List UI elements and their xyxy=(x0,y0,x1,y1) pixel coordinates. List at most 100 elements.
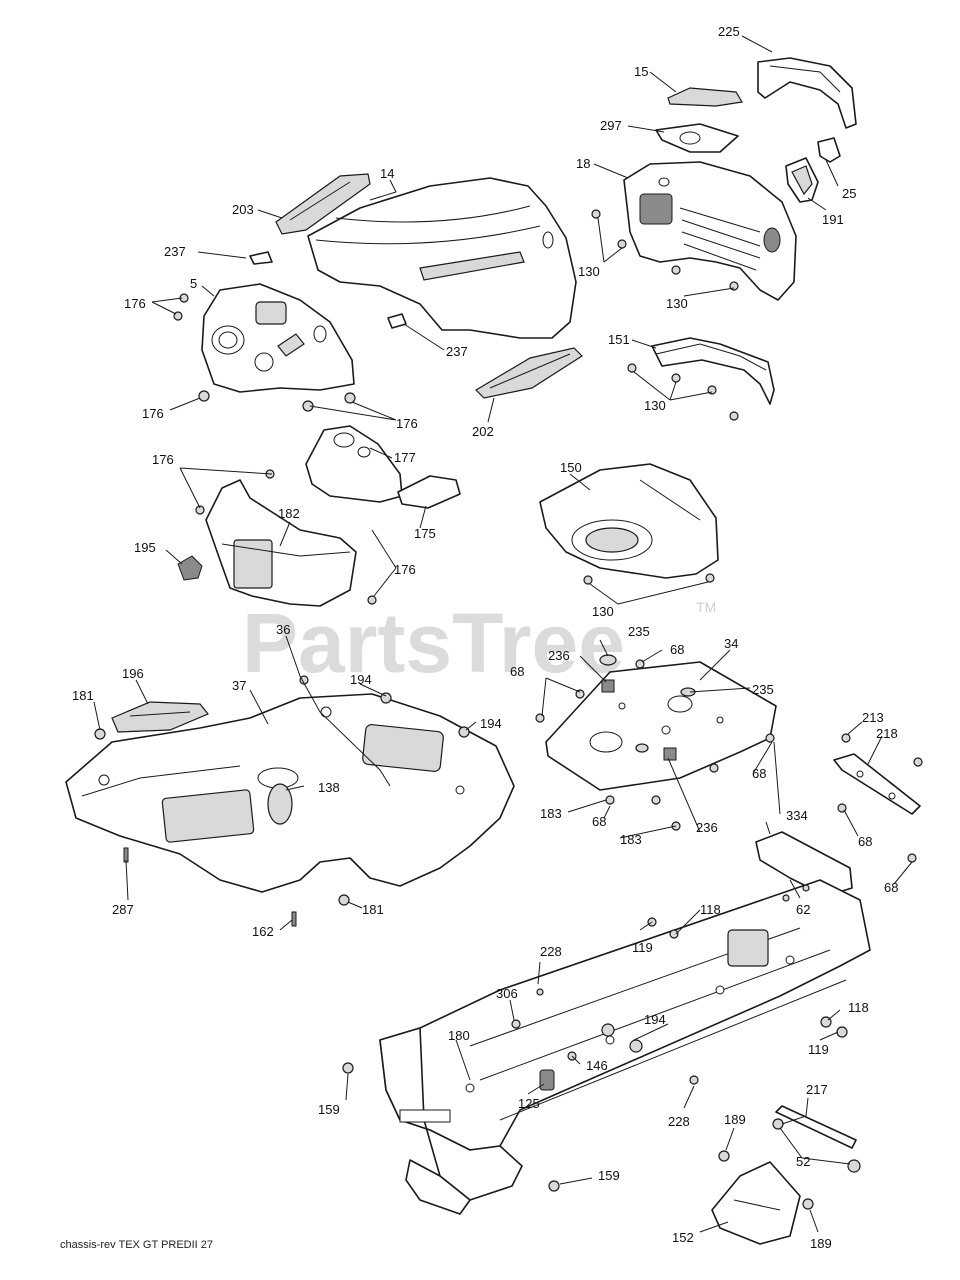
callout-37: 37 xyxy=(232,678,246,693)
callout-labels: 225 15 297 18 25 191 130 130 14 203 237 … xyxy=(72,24,898,1251)
callout-14: 14 xyxy=(380,166,394,181)
callout-236-bottom: 236 xyxy=(696,820,718,835)
part-225-hood-rear-trim[interactable] xyxy=(757,57,857,129)
callout-228-top: 228 xyxy=(540,944,562,959)
callout-217: 217 xyxy=(806,1082,828,1097)
callout-118-right: 118 xyxy=(848,1000,869,1015)
callout-236-top: 236 xyxy=(548,648,570,663)
callout-194-frame: 194 xyxy=(644,1012,666,1027)
part-195-knob[interactable] xyxy=(177,555,203,581)
part-218-bracket[interactable] xyxy=(833,753,921,815)
part-37-footrest[interactable] xyxy=(65,693,515,893)
part-18-front-grille[interactable] xyxy=(623,161,797,301)
watermark-trademark: TM xyxy=(696,599,716,615)
part-15-badge[interactable] xyxy=(667,87,743,107)
callout-15: 15 xyxy=(634,64,648,79)
part-151-bracket[interactable] xyxy=(651,337,775,405)
callout-189-bottom: 189 xyxy=(810,1236,832,1251)
callout-181-bottom: 181 xyxy=(362,902,384,917)
callout-68-top: 68 xyxy=(670,642,684,657)
callout-18: 18 xyxy=(576,156,590,171)
callout-68-right: 68 xyxy=(752,766,766,781)
callout-25: 25 xyxy=(842,186,856,201)
callout-162: 162 xyxy=(252,924,274,939)
callout-191: 191 xyxy=(822,212,844,227)
part-191-headlight[interactable] xyxy=(785,157,819,203)
callout-182: 182 xyxy=(278,506,300,521)
callout-130-grille-bottom: 130 xyxy=(666,296,688,311)
callout-175: 175 xyxy=(414,526,436,541)
part-130-screws-bracket[interactable] xyxy=(627,363,739,421)
callout-152: 152 xyxy=(672,1230,694,1245)
part-152-shield[interactable] xyxy=(711,1161,801,1245)
part-5-dash-panel[interactable] xyxy=(201,283,355,393)
part-fasteners-footrest[interactable] xyxy=(94,675,470,927)
callout-196: 196 xyxy=(122,666,144,681)
callout-68-left: 68 xyxy=(510,664,524,679)
callout-62: 62 xyxy=(796,902,810,917)
part-25-clip[interactable] xyxy=(817,137,841,163)
callout-176-dash-right: 176 xyxy=(396,416,418,431)
part-217-bar[interactable] xyxy=(775,1105,857,1149)
callout-306: 306 xyxy=(496,986,518,1001)
part-202-side-vent[interactable] xyxy=(475,347,583,399)
callout-194-top: 194 xyxy=(350,672,372,687)
callout-237-top: 237 xyxy=(164,244,186,259)
callout-146: 146 xyxy=(586,1058,608,1073)
part-34-mount-plate[interactable] xyxy=(545,661,777,791)
part-130-screws-shroud[interactable] xyxy=(583,573,715,585)
callout-119-right: 119 xyxy=(808,1042,829,1057)
part-175-plate[interactable] xyxy=(397,475,461,509)
callout-194-right: 194 xyxy=(480,716,502,731)
callout-334: 334 xyxy=(786,808,808,823)
part-237-clip-b[interactable] xyxy=(387,313,407,329)
callout-213: 213 xyxy=(862,710,884,725)
part-177-steering-bracket[interactable] xyxy=(305,425,403,503)
callout-181-top: 181 xyxy=(72,688,94,703)
callout-183-bottom: 183 xyxy=(620,832,642,847)
callout-195: 195 xyxy=(134,540,156,555)
callout-287: 287 xyxy=(112,902,134,917)
part-189-bolts[interactable] xyxy=(718,1150,814,1210)
part-52-nuts[interactable] xyxy=(772,1118,861,1173)
callout-119-top: 119 xyxy=(632,940,653,955)
callout-228-bottom: 228 xyxy=(668,1114,690,1129)
callout-189-top: 189 xyxy=(724,1112,746,1127)
diagram-code: chassis-rev TEX GT PREDII 27 xyxy=(60,1239,213,1251)
part-237-clip-a[interactable] xyxy=(249,251,273,265)
watermark: PartsTree xyxy=(242,596,625,690)
callout-176-dash-left: 176 xyxy=(124,296,146,311)
part-203-side-vent[interactable] xyxy=(275,173,371,235)
callout-176-lower-right: 176 xyxy=(394,562,416,577)
part-180-frame[interactable] xyxy=(379,879,871,1215)
callout-130-grille-left: 130 xyxy=(578,264,600,279)
part-130-screws-grille[interactable] xyxy=(591,209,739,291)
leader-lines xyxy=(93,35,913,1233)
callout-235-right: 235 xyxy=(752,682,774,697)
callout-225: 225 xyxy=(718,24,740,39)
callout-202: 202 xyxy=(472,424,494,439)
part-14-hood[interactable] xyxy=(307,177,577,339)
callout-5: 5 xyxy=(190,276,197,291)
part-frame-fasteners[interactable] xyxy=(342,884,848,1192)
callout-150: 150 xyxy=(560,460,582,475)
callout-159-bottom: 159 xyxy=(598,1168,620,1183)
callout-68-bottom: 68 xyxy=(592,814,606,829)
callout-183-left: 183 xyxy=(540,806,562,821)
part-297-insert[interactable] xyxy=(655,123,739,153)
part-150-shroud[interactable] xyxy=(539,463,719,579)
callout-176-lower-top: 176 xyxy=(152,452,174,467)
callout-177: 177 xyxy=(394,450,416,465)
part-196-pedal-pad[interactable] xyxy=(111,701,209,733)
callout-34: 34 xyxy=(724,636,738,651)
callout-125: 125 xyxy=(518,1096,540,1111)
callout-180: 180 xyxy=(448,1028,470,1043)
callout-297: 297 xyxy=(600,118,622,133)
callout-130-shroud: 130 xyxy=(592,604,614,619)
callout-176-dash-bottom: 176 xyxy=(142,406,164,421)
callout-237-bottom: 237 xyxy=(446,344,468,359)
callout-235-top: 235 xyxy=(628,624,650,639)
callout-130-bracket: 130 xyxy=(644,398,666,413)
callout-151: 151 xyxy=(608,332,630,347)
